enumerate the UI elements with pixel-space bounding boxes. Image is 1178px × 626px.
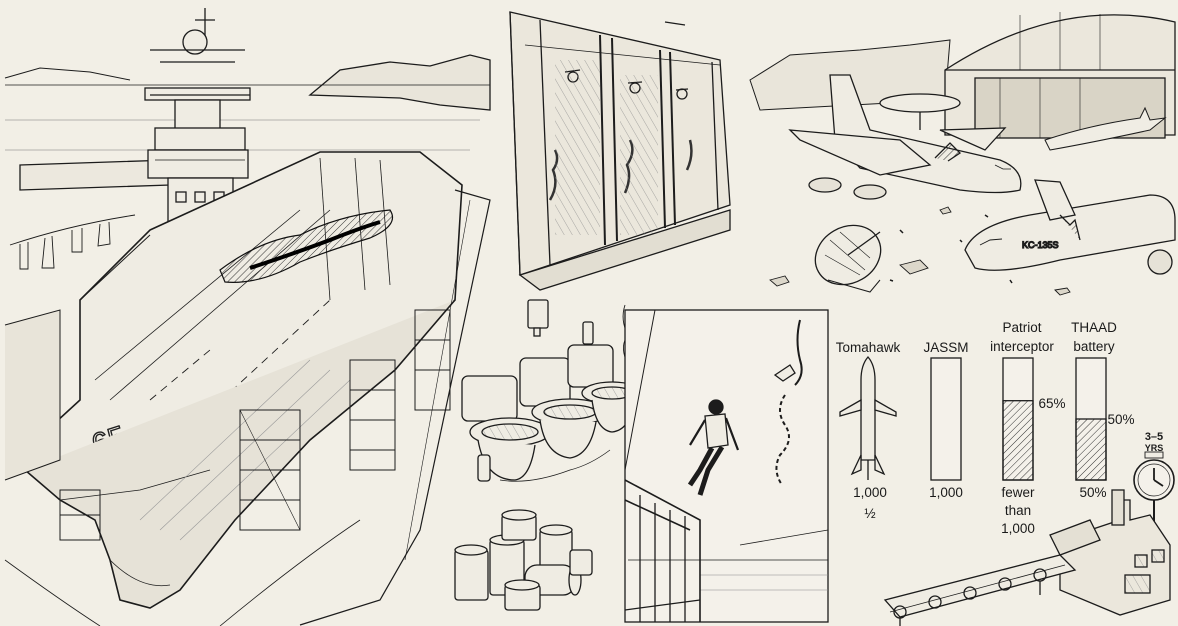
- scaffolding: [59, 309, 451, 541]
- awacs-aircraft: [788, 74, 1022, 200]
- production-time-line2: YRS: [1145, 443, 1164, 453]
- patriot-bar-fill: [1002, 400, 1034, 481]
- kc135-tail-code: KC-135S: [1022, 240, 1059, 250]
- patriot-count-line2: than: [1005, 503, 1031, 518]
- damaged-radar-dish: [814, 224, 882, 293]
- production-time-line1: 3–5: [1145, 431, 1163, 443]
- canned-food-stack: [454, 509, 593, 611]
- thaad-label-line1: THAAD: [1071, 320, 1117, 335]
- patriot-pct: 65%: [1038, 396, 1065, 411]
- carrier-drydock-scene: 65: [4, 8, 491, 626]
- hangar-scene: KC-135S: [749, 12, 1176, 296]
- jassm-bar: [930, 357, 962, 481]
- tomahawk-missile-icon: [839, 356, 897, 480]
- shower-stalls-scene: [509, 11, 731, 291]
- jassm-label: JASSM: [923, 340, 968, 355]
- patriot-count-line3: 1,000: [1001, 521, 1035, 536]
- falling-man: [687, 399, 740, 496]
- falling-man-panel: [624, 309, 829, 623]
- thaad-pct: 50%: [1107, 412, 1134, 427]
- tomahawk-fraction: ½: [864, 506, 875, 521]
- thaad-count: 50%: [1079, 485, 1106, 500]
- thaad-label-line2: battery: [1073, 339, 1115, 354]
- kc135-aircraft: KC-135S: [964, 179, 1176, 275]
- tomahawk-label: Tomahawk: [836, 340, 901, 355]
- thaad-bar-fill: [1075, 418, 1107, 481]
- jassm-count: 1,000: [929, 485, 963, 500]
- clock-icon: [1133, 451, 1175, 525]
- patriot-label-line2: interceptor: [990, 339, 1054, 354]
- factory-scene: 3–5 YRS: [883, 431, 1175, 626]
- conveyor-belt: [883, 554, 1077, 626]
- patriot-label-line1: Patriot: [1002, 320, 1041, 335]
- tomahawk-count: 1,000: [853, 485, 887, 500]
- ship-railing: [624, 479, 701, 622]
- munitions-stockpile-graphic: Tomahawk 1,000 ½ JASSM 1,000 Patriot int…: [836, 320, 1135, 536]
- patriot-count-line1: fewer: [1001, 485, 1035, 500]
